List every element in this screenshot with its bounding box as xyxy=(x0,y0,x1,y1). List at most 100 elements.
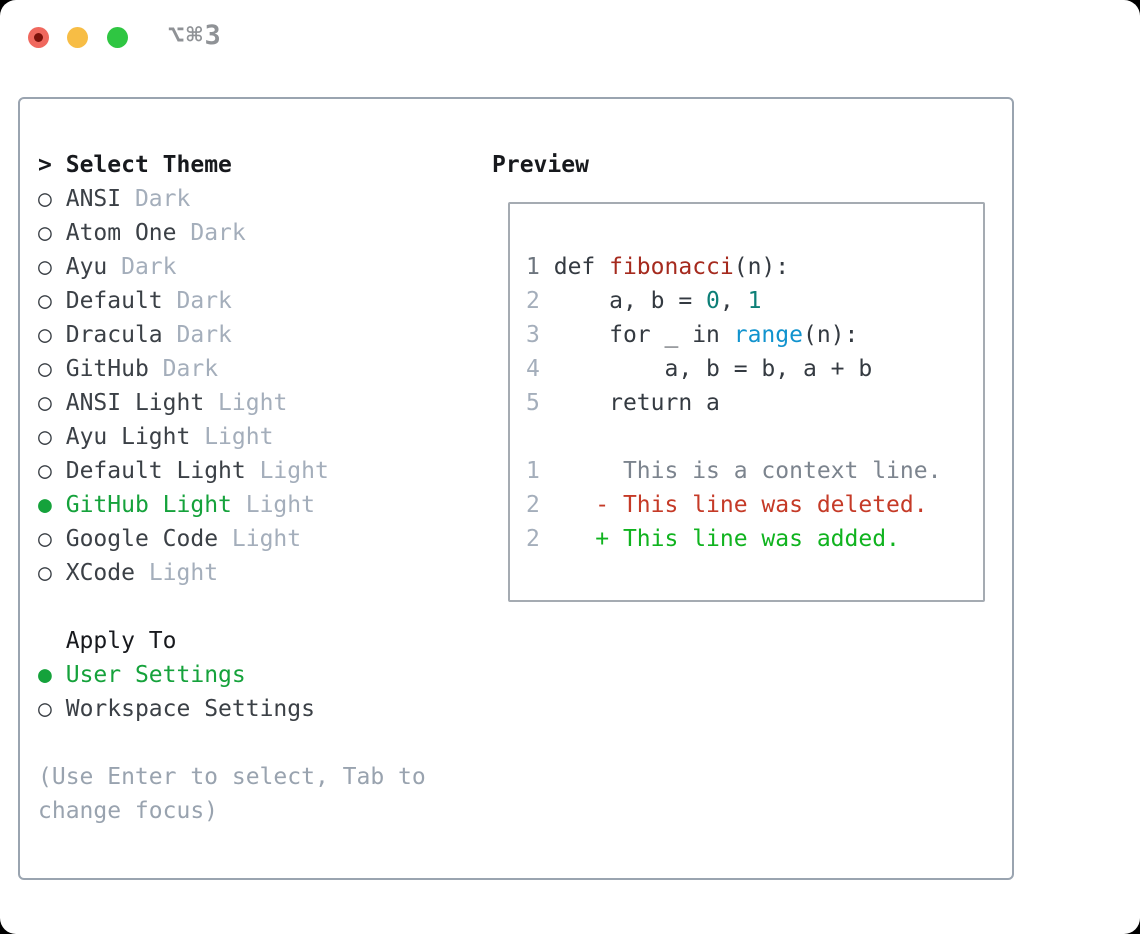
theme-option-atom-one[interactable]: ○ Atom One Dark xyxy=(38,216,426,250)
option-label: Workspace Settings xyxy=(65,696,315,722)
theme-option-ayu[interactable]: ○ Ayu Dark xyxy=(38,250,426,284)
option-label: Ayu xyxy=(65,254,108,280)
code-token: This is a context line. xyxy=(553,458,942,484)
line-number: 4 xyxy=(526,356,540,382)
radio-icon: ○ xyxy=(38,424,52,450)
option-label: Default xyxy=(65,288,163,314)
theme-variant-label: Light xyxy=(245,458,329,484)
code-line: 2 a, b = 0, 1 xyxy=(526,284,983,318)
theme-option-google-code[interactable]: ○ Google Code Light xyxy=(38,522,426,556)
line-number: 3 xyxy=(526,322,540,348)
code-line: 1 def fibonacci(n): xyxy=(526,250,983,284)
option-label: Google Code xyxy=(65,526,219,552)
option-label: GitHub xyxy=(65,356,149,382)
theme-option-default[interactable]: ○ Default Dark xyxy=(38,284,426,318)
theme-variant-label: Dark xyxy=(107,254,177,280)
theme-option-github[interactable]: ○ GitHub Dark xyxy=(38,352,426,386)
theme-variant-label: Light xyxy=(204,390,288,416)
radio-icon: ○ xyxy=(38,288,52,314)
theme-option-ansi-light[interactable]: ○ ANSI Light Light xyxy=(38,386,426,420)
apply-option-user-settings[interactable]: ● User Settings xyxy=(38,658,426,692)
preview-column: Preview 1 def fibonacci(n):2 a, b = 0, 1… xyxy=(492,148,985,602)
theme-option-xcode[interactable]: ○ XCode Light xyxy=(38,556,426,590)
option-label: Ayu Light xyxy=(65,424,191,450)
code-token: (n): xyxy=(733,254,790,280)
theme-option-github-light[interactable]: ● GitHub Light Light xyxy=(38,488,426,522)
zoom-button[interactable] xyxy=(107,27,128,48)
code-line: 4 a, b = b, a + b xyxy=(526,352,983,386)
theme-option-ayu-light[interactable]: ○ Ayu Light Light xyxy=(38,420,426,454)
theme-variant-label: Light xyxy=(218,526,302,552)
spacer xyxy=(38,590,426,624)
code-line: 2 + This line was added. xyxy=(526,522,983,556)
radio-selected-icon: ● xyxy=(38,492,52,518)
radio-icon: ○ xyxy=(38,696,52,722)
code-token: fibonacci xyxy=(609,254,734,280)
theme-variant-label: Dark xyxy=(176,220,246,246)
radio-icon: ○ xyxy=(38,560,52,586)
radio-icon: ○ xyxy=(38,526,52,552)
option-label: User Settings xyxy=(65,662,246,688)
code-line xyxy=(526,420,983,454)
apply-to-list: ● User Settings○ Workspace Settings xyxy=(38,658,426,726)
theme-option-ansi[interactable]: ○ ANSI Dark xyxy=(38,182,426,216)
theme-list: ○ ANSI Dark○ Atom One Dark○ Ayu Dark○ De… xyxy=(38,182,426,590)
theme-variant-label: Dark xyxy=(162,322,232,348)
option-label: ANSI xyxy=(65,186,122,212)
code-token: range xyxy=(733,322,803,348)
code-line: 3 for _ in range(n): xyxy=(526,318,983,352)
radio-icon: ○ xyxy=(38,458,52,484)
apply-to-header: Apply To xyxy=(65,628,177,654)
option-label: Default Light xyxy=(65,458,246,484)
hint-line-1: (Use Enter to select, Tab to xyxy=(38,764,426,790)
theme-variant-label: Dark xyxy=(148,356,219,382)
option-label: ANSI Light xyxy=(65,390,205,416)
code-token: return a xyxy=(553,390,720,416)
code-token: a, b = b, a + b xyxy=(553,356,873,382)
code-token: 1 xyxy=(747,288,762,314)
code-token: , xyxy=(719,288,748,314)
window-title: ⌥⌘3 xyxy=(168,20,223,51)
code-token: a, b = xyxy=(553,288,707,314)
theme-column: > Select Theme ○ ANSI Dark○ Atom One Dar… xyxy=(38,148,426,828)
radio-icon: ○ xyxy=(38,356,52,382)
select-theme-label: Select Theme xyxy=(65,152,232,178)
code-line: 5 return a xyxy=(526,386,983,420)
titlebar: ⌥⌘3 xyxy=(0,0,1140,97)
line-number: 2 xyxy=(526,288,540,314)
line-number: 1 xyxy=(526,458,540,484)
line-number: 5 xyxy=(526,390,540,416)
theme-variant-label: Light xyxy=(231,492,315,518)
select-theme-header: > Select Theme xyxy=(38,148,426,182)
theme-variant-label: Light xyxy=(134,560,219,586)
line-number: 2 xyxy=(526,526,540,552)
theme-option-default-light[interactable]: ○ Default Light Light xyxy=(38,454,426,488)
apply-option-workspace-settings[interactable]: ○ Workspace Settings xyxy=(38,692,426,726)
preview-header: Preview xyxy=(492,152,589,178)
code-token: 0 xyxy=(706,288,720,314)
option-label: Dracula xyxy=(65,322,163,348)
code-line: 2 - This line was deleted. xyxy=(526,488,983,522)
option-label: GitHub Light xyxy=(65,492,232,518)
code-line: 1 This is a context line. xyxy=(526,454,983,488)
focus-marker-icon: > xyxy=(38,152,52,178)
radio-icon: ○ xyxy=(38,390,52,416)
radio-selected-icon: ● xyxy=(38,662,52,688)
radio-icon: ○ xyxy=(38,322,52,348)
radio-icon: ○ xyxy=(38,220,52,246)
radio-icon: ○ xyxy=(38,254,52,280)
code-token: + This line was added. xyxy=(553,526,900,552)
theme-variant-label: Dark xyxy=(162,288,232,314)
close-button[interactable] xyxy=(28,27,49,48)
line-number: 2 xyxy=(526,492,540,518)
radio-icon: ○ xyxy=(38,186,52,212)
option-label: XCode xyxy=(65,560,135,586)
option-label: Atom One xyxy=(65,220,177,246)
code-token: def xyxy=(553,254,610,280)
line-number: 1 xyxy=(526,254,540,280)
minimize-button[interactable] xyxy=(67,27,88,48)
theme-picker-panel: > Select Theme ○ ANSI Dark○ Atom One Dar… xyxy=(18,97,1014,880)
theme-option-dracula[interactable]: ○ Dracula Dark xyxy=(38,318,426,352)
